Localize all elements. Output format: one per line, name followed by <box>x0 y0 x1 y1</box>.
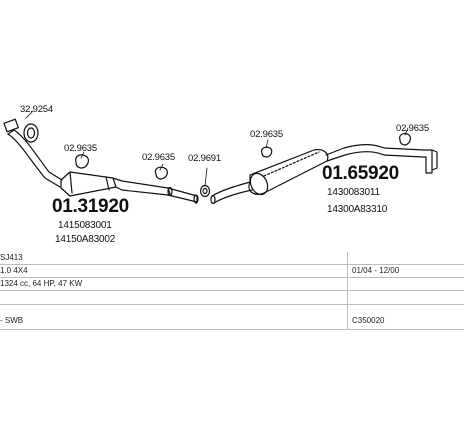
front-pipe-oem-1: 1415083001 <box>58 220 112 231</box>
rear-silencer-part <box>210 144 438 205</box>
hanger-part-4 <box>399 133 411 146</box>
engine-text: 1.0 4X4 <box>0 266 28 275</box>
gasket-ring-part <box>23 123 39 143</box>
clamp-part <box>199 184 211 198</box>
front-pipe-part <box>3 118 171 197</box>
hanger-part-3 <box>261 146 273 158</box>
ref-label-4: 02.9691 <box>188 153 221 164</box>
hanger-part <box>75 154 89 169</box>
front-pipe-code: 01.31920 <box>52 196 129 217</box>
spec-row-power: 1324 cc, 64 HP, 47 KW <box>0 278 464 291</box>
front-pipe-oem-2: 14150A83002 <box>55 234 116 245</box>
spec-row-engine: 1.0 4X4 01/04 - 12/00 <box>0 265 464 278</box>
catalog-code-text: C350020 <box>352 316 385 325</box>
ref-label-1: 32.9254 <box>20 104 53 115</box>
body-text: - SWB <box>0 316 24 325</box>
power-text: 1324 cc, 64 HP, 47 KW <box>0 279 83 288</box>
model-text: SJ413 <box>0 253 23 262</box>
ref-label-5: 02.9635 <box>250 129 283 140</box>
ref-label-2: 02.9635 <box>64 143 97 154</box>
column-divider <box>347 252 348 330</box>
exhaust-diagram: 32.9254 02.9635 02.9635 02.9691 02.9635 … <box>3 104 438 245</box>
hanger-part-2 <box>154 166 168 180</box>
rear-silencer-oem-1: 1430083011 <box>327 187 380 198</box>
date-range-text: 01/04 - 12/00 <box>352 266 400 275</box>
spec-row-model: SJ413 <box>0 252 464 265</box>
ref-label-6: 02.9635 <box>396 123 429 134</box>
spec-row-empty-1 <box>0 291 464 305</box>
rear-silencer-oem-2: 14300A83310 <box>327 204 388 215</box>
exhaust-drawing <box>3 110 438 205</box>
spec-row-body: - SWB C350020 <box>0 305 464 330</box>
spec-row-empty-2 <box>0 330 464 358</box>
ref-label-3: 02.9635 <box>142 152 175 163</box>
intermediate-pipe-part <box>167 186 199 204</box>
vehicle-spec-table: SJ413 1.0 4X4 01/04 - 12/00 1324 cc, 64 … <box>0 252 464 441</box>
rear-silencer-code: 01.65920 <box>322 163 399 184</box>
